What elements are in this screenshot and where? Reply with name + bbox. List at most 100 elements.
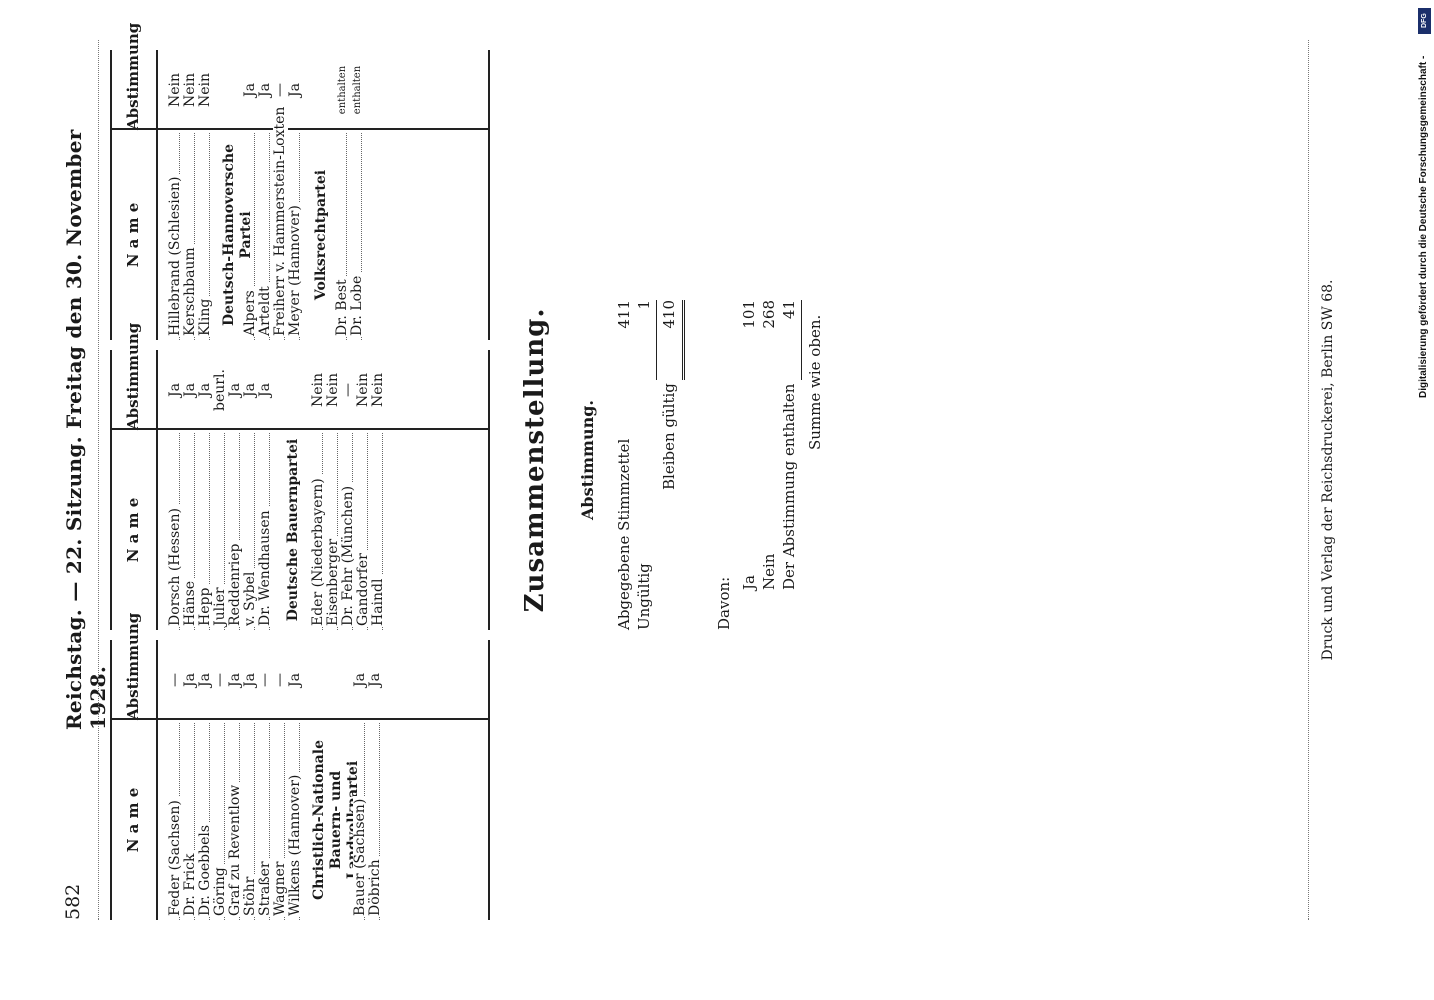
gueltig-label: Bleiben gültig xyxy=(660,383,678,490)
table-row: Hillebrand (Schlesien)Nein xyxy=(167,55,183,340)
table-row: Dorsch (Hessen) Ja xyxy=(167,355,183,630)
vote-value: Nein xyxy=(167,72,183,108)
page-number: 582 xyxy=(62,883,84,920)
member-name: Dr. Frick xyxy=(182,850,198,916)
member-name: Reddenriep xyxy=(227,540,243,626)
enthalten-label: Der Abstimmung enthalten xyxy=(780,383,798,590)
member-name: Eder (Niederbayern) xyxy=(310,475,326,626)
table-row: Dr. Fehr (München)— xyxy=(340,355,356,630)
member-name: Hepp xyxy=(197,584,213,626)
vote-value: Ja xyxy=(182,383,198,397)
vote-value: Ja xyxy=(367,673,383,687)
vote-value: Ja xyxy=(287,673,303,687)
table-row: Dr. Wendhausen Ja xyxy=(257,355,273,630)
vote-value: Nein xyxy=(355,372,371,408)
table-row: Göring — xyxy=(212,645,228,920)
nein-value: 268 xyxy=(760,300,778,329)
vote-value: — xyxy=(272,83,288,97)
table-row: Gandorfer Nein xyxy=(355,355,371,630)
vote-value: Ja xyxy=(167,383,183,397)
table-row: Hepp Ja xyxy=(197,355,213,630)
vote-value: enthalten xyxy=(352,65,363,115)
vote-value: Nein xyxy=(197,72,213,108)
table-row: Hänse Ja xyxy=(182,355,198,630)
vote-column-header: Abstimmung xyxy=(124,322,142,430)
table-row: Dr. Frick Ja xyxy=(182,645,198,920)
vote-value: — xyxy=(167,673,183,687)
vote-value: Ja xyxy=(242,83,258,97)
member-name: Göring xyxy=(212,864,228,916)
member-name: Dr. Wendhausen xyxy=(257,507,273,626)
table-row: Wagner— xyxy=(272,645,288,920)
table-row: Wilkens (Hannover) Ja xyxy=(287,645,303,920)
vote-value: Nein xyxy=(370,372,386,408)
table-row: Alpers Ja xyxy=(242,55,258,340)
member-name: Gandorfer xyxy=(355,550,371,626)
member-name: Wilkens (Hannover) xyxy=(287,771,303,916)
member-name: Meyer (Hannover) xyxy=(287,202,303,336)
vote-value: Nein xyxy=(310,372,326,408)
abgegeben-label: Abgegebene Stimmzettel xyxy=(615,438,633,630)
vote-value: Ja xyxy=(227,673,243,687)
member-name: Döbrich xyxy=(367,856,383,916)
vote-column-header: Abstimmung xyxy=(124,612,142,720)
vote-value: — xyxy=(212,673,228,687)
member-name: Graf zu Reventlow xyxy=(227,781,243,916)
vote-value: Ja xyxy=(287,83,303,97)
summary-section: Zusammenstellung. Abstimmung. Abgegebene… xyxy=(520,0,940,960)
nein-label: Nein xyxy=(760,553,778,590)
vote-table-col1: N a m e Abstimmung Feder (Sachsen)—Dr. F… xyxy=(110,612,490,920)
table-row: Graf zu Reventlow Ja xyxy=(227,645,243,920)
party-heading: Deutsche Bauernpartei xyxy=(285,438,301,622)
vote-value: Ja xyxy=(197,383,213,397)
ungueltig-value: 1 xyxy=(635,300,653,310)
member-name: Straßer xyxy=(257,858,273,916)
table-row: Eder (Niederbayern) Nein xyxy=(310,355,326,630)
member-name: Dorsch (Hessen) xyxy=(167,505,183,626)
table-row: Kerschbaum Nein xyxy=(182,55,198,340)
vote-value: beurl. xyxy=(212,369,228,411)
member-name: Feder (Sachsen) xyxy=(167,797,183,916)
enthalten-value: 41 xyxy=(780,300,798,320)
header-text: Reichstag. — 22. Sitzung. Freitag den 30… xyxy=(62,129,110,730)
member-name: Dr. Goebbels xyxy=(197,821,213,916)
vote-value: Ja xyxy=(257,383,273,397)
ja-value: 101 xyxy=(740,300,758,329)
vote-value: Ja xyxy=(242,673,258,687)
davon-label: Davon: xyxy=(715,576,733,630)
vote-value: Ja xyxy=(352,673,368,687)
member-name: Hänse xyxy=(182,577,198,626)
table-row: Feder (Sachsen) — xyxy=(167,645,183,920)
document-page: 582 Reichstag. — 22. Sitzung. Freitag de… xyxy=(40,0,1340,960)
member-name: Kerschbaum xyxy=(182,244,198,336)
table-row: Meyer (Hannover) Ja xyxy=(287,55,303,340)
summary-subtitle: Abstimmung. xyxy=(578,400,597,520)
header-rule xyxy=(98,40,99,920)
table-row: Bauer (Sachsen)Ja xyxy=(352,645,368,920)
vote-table-col3: N a m e Abstimmung Hillebrand (Schlesien… xyxy=(110,23,490,340)
vote-value: Ja xyxy=(182,673,198,687)
vote-value: Ja xyxy=(227,383,243,397)
name-column-header: N a m e xyxy=(124,497,142,563)
table-row: Freiherr v. Hammerstein-Loxten— xyxy=(272,55,288,340)
vote-value: Nein xyxy=(182,72,198,108)
member-name: Alpers xyxy=(242,287,258,336)
member-name: Dr. Best xyxy=(334,276,350,336)
name-column-header: N a m e xyxy=(124,787,142,853)
vote-value: Ja xyxy=(257,83,273,97)
member-name: Eisenberger xyxy=(325,535,341,626)
member-name: Dr. Fehr (München) xyxy=(340,482,356,626)
summary-title: Zusammenstellung. xyxy=(520,307,550,613)
page-header: 582 Reichstag. — 22. Sitzung. Freitag de… xyxy=(58,40,110,920)
summe-label: Summe wie oben. xyxy=(806,314,824,450)
vote-value: Ja xyxy=(197,673,213,687)
